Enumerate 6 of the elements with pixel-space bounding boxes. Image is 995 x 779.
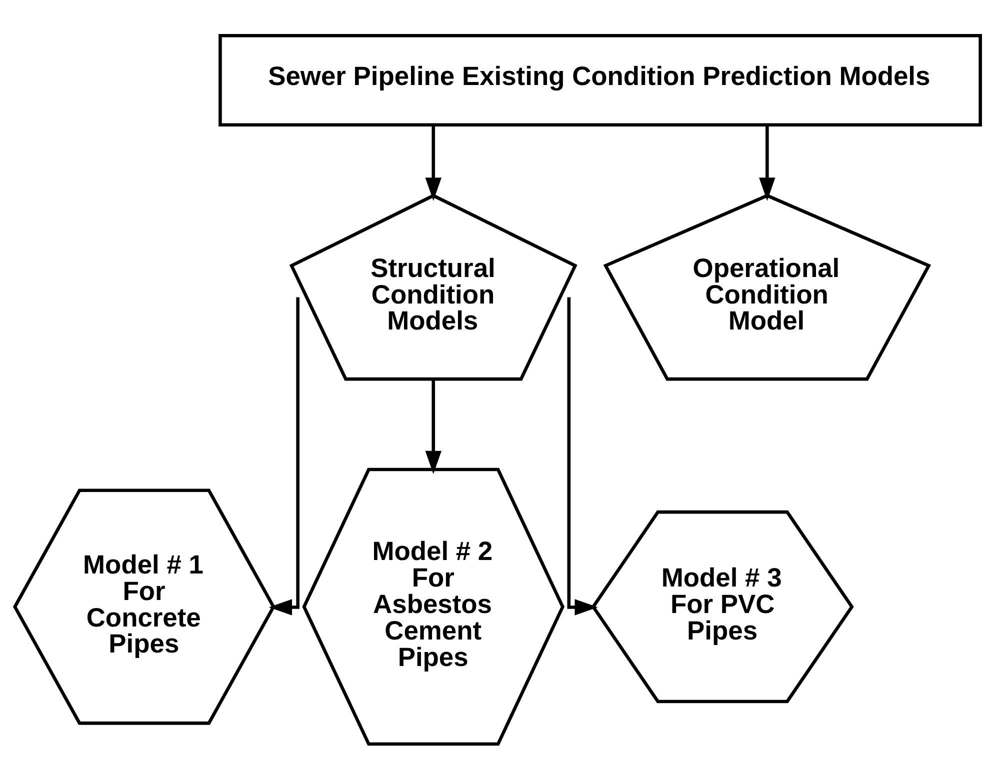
arrow [425,124,442,200]
arrow [268,296,300,615]
arrow [425,378,442,474]
arrow [567,296,598,615]
arrow [759,124,776,200]
node-box: Sewer Pipeline Existing Condition Prediction Models [218,33,982,126]
